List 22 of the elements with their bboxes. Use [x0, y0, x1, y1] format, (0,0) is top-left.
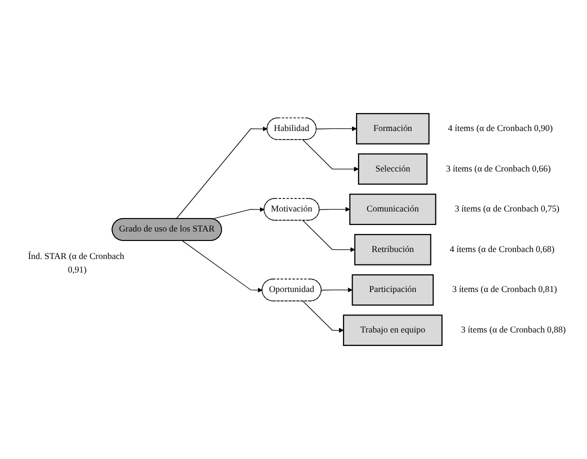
node-label: 3 ítems (α de Cronbach 0,75) — [454, 204, 560, 214]
arrow — [302, 300, 344, 333]
node-label: Índ. STAR (α de Cronbach 0,91) — [28, 252, 124, 275]
arrow — [176, 126, 268, 220]
node-box: Retribución — [354, 234, 432, 266]
arrow — [182, 240, 263, 293]
arrow — [316, 126, 357, 132]
node-label: 3 ítems (α de Cronbach 0,88) — [461, 325, 566, 335]
arrow — [302, 220, 356, 252]
node-box: Participación — [352, 274, 434, 306]
node-label: 4 ítems (α de Cronbach 0,68) — [450, 244, 554, 254]
node-label: 3 ítems (α de Cronbach 0,66) — [446, 164, 551, 174]
node-box: Trabajo en equipo — [342, 314, 443, 346]
node-box: Comunicación — [349, 194, 436, 226]
arrow — [212, 207, 264, 220]
node-label: 3 ítems (α de Cronbach 0,81) — [452, 284, 557, 294]
node-box: Selección — [358, 153, 428, 185]
node-label: 4 ítems (α de Cronbach 0,90) — [448, 124, 553, 134]
arrow — [321, 288, 353, 292]
arrow — [302, 140, 359, 172]
node-box: Formación — [356, 113, 430, 144]
arrow — [319, 206, 350, 212]
